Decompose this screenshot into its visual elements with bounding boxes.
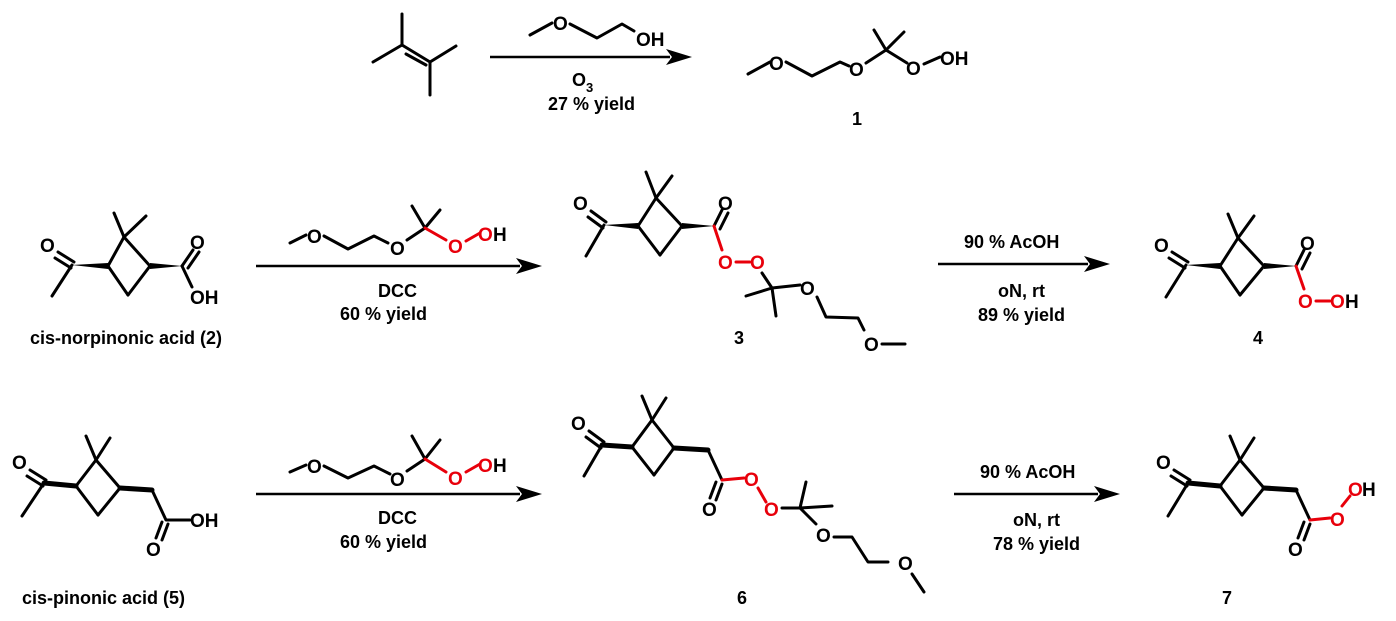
product-3-label: 3 bbox=[734, 328, 744, 348]
pinonic-acid-label: cis-pinonic acid (5) bbox=[22, 588, 185, 608]
peroxide-oxygen: O bbox=[1330, 510, 1345, 531]
oxygen-atom: O bbox=[307, 457, 322, 478]
pinonic-acid-structure: O O OH bbox=[12, 434, 219, 561]
oxygen-atom: O bbox=[390, 239, 405, 260]
peroxide-oxygen: O bbox=[718, 253, 733, 274]
reaction-arrow-2 bbox=[256, 258, 542, 274]
hydroxyl-label: OH bbox=[190, 288, 219, 309]
oxygen-atom: O bbox=[800, 279, 815, 300]
product-3-structure: O O O O O O bbox=[573, 170, 907, 356]
peroxide-reagent-row2: O O O O H bbox=[288, 204, 507, 260]
product-4-label: 4 bbox=[1253, 328, 1263, 348]
product-4-structure: O O O O H bbox=[1154, 212, 1359, 313]
peroxide-oxygen: O bbox=[448, 469, 463, 490]
oxygen-atom: O bbox=[146, 540, 161, 561]
peroxide-oxygen: O bbox=[478, 225, 493, 246]
oxygen-atom: O bbox=[1154, 236, 1169, 257]
peroxide-oxygen: O bbox=[764, 500, 779, 521]
oxygen-atom: O bbox=[1156, 453, 1171, 474]
peroxide-oxygen: O bbox=[448, 237, 463, 258]
peroxide-oxygen: O bbox=[1348, 480, 1363, 501]
yield-2: 60 % yield bbox=[340, 304, 427, 324]
yield-1: 27 % yield bbox=[548, 94, 635, 114]
oxygen-atom: O bbox=[864, 335, 879, 356]
oxygen-atom: O bbox=[571, 414, 586, 435]
hydrogen-atom: H bbox=[1362, 480, 1376, 501]
hydroxyl-label: OH bbox=[190, 511, 219, 532]
peroxide-oxygen: O bbox=[1298, 292, 1313, 313]
ozone-label: O bbox=[572, 70, 586, 90]
tetramethylethylene bbox=[371, 12, 458, 97]
peroxide-oxygen: O bbox=[478, 456, 493, 477]
reagent-acoh-5: 90 % AcOH bbox=[980, 462, 1075, 482]
oxygen-atom: O bbox=[702, 500, 717, 521]
oxygen-atom: O bbox=[40, 236, 55, 257]
norpinonic-acid-label: cis-norpinonic acid (2) bbox=[30, 328, 222, 348]
hydrogen-atom: H bbox=[493, 456, 507, 477]
oxygen-atom: O bbox=[816, 526, 831, 547]
reagent-acoh-3: 90 % AcOH bbox=[964, 232, 1059, 252]
conditions-3: oN, rt bbox=[998, 281, 1045, 301]
reaction-arrow-1 bbox=[490, 49, 692, 65]
oxygen-atom: O bbox=[1300, 234, 1315, 255]
hydroxyl-label: OH bbox=[636, 30, 665, 51]
norpinonic-acid-structure: O O OH bbox=[40, 211, 219, 309]
product-6-label: 6 bbox=[737, 588, 747, 608]
oxygen-atom: O bbox=[769, 54, 784, 75]
product-7-label: 7 bbox=[1222, 588, 1232, 608]
oxygen-atom: O bbox=[190, 233, 205, 254]
oxygen-atom: O bbox=[390, 470, 405, 491]
peroxide-oxygen: O bbox=[1330, 292, 1345, 313]
oxygen-atom: O bbox=[573, 194, 588, 215]
reaction-arrow-3 bbox=[938, 256, 1110, 272]
oxygen-atom: O bbox=[718, 194, 733, 215]
peroxide-oxygen: O bbox=[750, 253, 765, 274]
ozone-subscript: 3 bbox=[586, 80, 593, 95]
oxygen-atom: O bbox=[307, 227, 322, 248]
peroxide-reagent-row3: O O O O H bbox=[288, 434, 507, 491]
oxygen-atom: O bbox=[849, 60, 864, 81]
product-1-structure: O O O OH bbox=[746, 28, 969, 81]
conditions-5: oN, rt bbox=[1013, 510, 1060, 530]
oxygen-atom: O bbox=[1288, 540, 1303, 561]
oxygen-atom: O bbox=[898, 554, 913, 575]
hydrogen-atom: H bbox=[1345, 292, 1359, 313]
hydrogen-atom: H bbox=[493, 225, 507, 246]
yield-4: 60 % yield bbox=[340, 532, 427, 552]
reaction-arrow-4 bbox=[256, 486, 542, 502]
oxygen-atom: O bbox=[906, 59, 921, 80]
hydroperoxide-label: OH bbox=[940, 49, 969, 70]
reagent-dcc-2: DCC bbox=[378, 281, 417, 301]
methoxyethanol-reagent: O OH bbox=[528, 14, 665, 51]
yield-5: 78 % yield bbox=[993, 534, 1080, 554]
product-1-label: 1 bbox=[852, 109, 862, 129]
product-6-structure: O O O O O O bbox=[571, 394, 926, 594]
oxygen-atom: O bbox=[553, 14, 568, 35]
oxygen-atom: O bbox=[12, 453, 27, 474]
reaction-arrow-5 bbox=[954, 486, 1120, 502]
peroxide-oxygen: O bbox=[744, 470, 759, 491]
product-7-structure: O O O O H bbox=[1156, 434, 1376, 561]
reagent-dcc-4: DCC bbox=[378, 508, 417, 528]
yield-3: 89 % yield bbox=[978, 305, 1065, 325]
